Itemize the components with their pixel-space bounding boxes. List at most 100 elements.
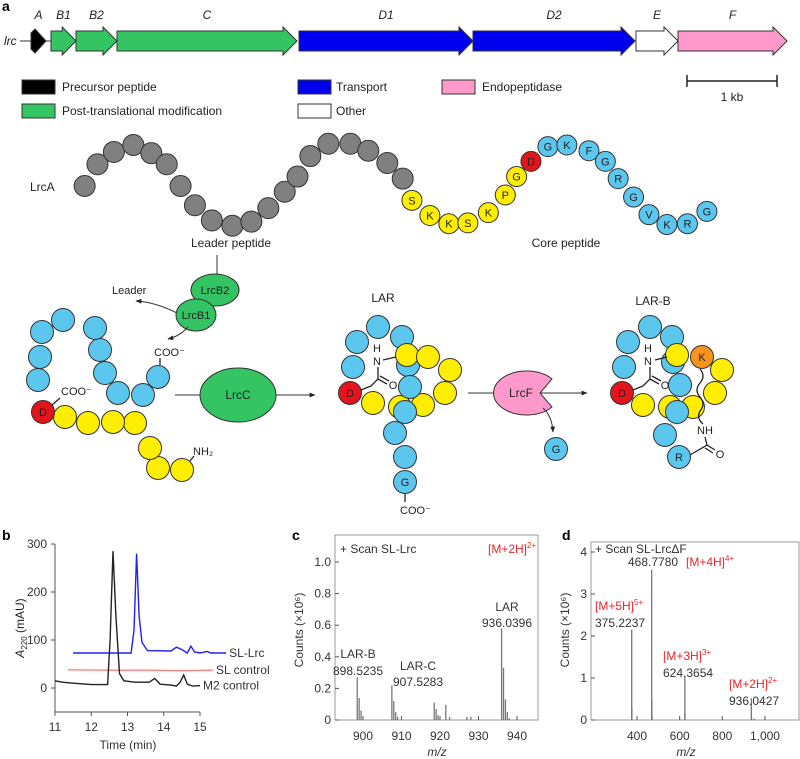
residue: [398, 375, 422, 399]
chart-c-ann-larc-mz: 907.5283: [393, 675, 443, 689]
residue: [416, 345, 440, 369]
residue: [703, 381, 727, 405]
residue: [477, 202, 499, 224]
residue: [131, 383, 155, 407]
y-tick-label: 0: [580, 713, 587, 727]
series-line-sl-control: [67, 669, 214, 672]
y-tick-label: 0: [324, 713, 331, 727]
gene-label-b1: B1: [56, 8, 71, 22]
residue: [122, 133, 145, 156]
x-tick-label: 11: [49, 720, 62, 734]
residue: [393, 445, 417, 469]
residue-label: K: [663, 220, 671, 232]
residue: [88, 338, 112, 362]
c-terminus-carboxylate: COO⁻: [154, 347, 185, 359]
residue: [83, 316, 107, 340]
series-line-m2-control: [54, 551, 201, 687]
enzyme-lrcf: [493, 370, 553, 416]
x-tick-label: 930: [468, 729, 488, 743]
gene-label-f: F: [729, 8, 737, 22]
scale-bar-label: 1 kb: [721, 90, 744, 104]
residue: [520, 150, 542, 172]
scale-bar: 1 kb: [686, 75, 778, 104]
residue: [123, 411, 147, 435]
asp-sidechain-bond: [51, 397, 61, 406]
y-tick-label: 0: [40, 681, 47, 695]
legend-label-ptm: Post-translational modification: [62, 104, 222, 118]
residue: [101, 410, 125, 434]
chart-d-annotations: [M+5H]5+375.2237[M+4H]4+468.7780[M+3H]3+…: [595, 554, 779, 708]
chart-d-title: + Scan SL-LrcΔF: [595, 542, 687, 556]
n-terminus-amine: NH₂: [193, 446, 213, 458]
residue: [710, 358, 734, 382]
residue-label: K: [445, 219, 453, 231]
chart-b-ylabel: A220 (mAU): [13, 598, 29, 658]
residue-label: D: [618, 388, 626, 400]
y-tick-label: 0.6: [314, 618, 331, 632]
residue: [106, 381, 130, 405]
ion-label: [M+4H]4+: [686, 554, 734, 569]
residue: [146, 365, 170, 389]
residue: [317, 132, 340, 155]
residue-label: D: [527, 156, 535, 168]
legend-label-transport: Transport: [336, 80, 388, 94]
residue: [556, 134, 578, 156]
residue-label: D: [39, 407, 47, 419]
x-tick-label: 1,000: [750, 729, 780, 743]
chart-b-ylabel-sub: 220: [20, 636, 29, 650]
panel-label-c: c: [292, 527, 300, 543]
residue: [607, 168, 629, 190]
residue: [676, 213, 698, 235]
residue: [419, 205, 441, 226]
residue: [366, 315, 390, 339]
ion-label: [M+2H]2+: [729, 676, 777, 691]
ion-label: [M+5H]5+: [595, 598, 643, 613]
y-tick-label: 100: [27, 633, 47, 647]
residue: [612, 355, 636, 379]
residue: [31, 400, 55, 424]
residue-label: S: [408, 195, 415, 207]
atom-o: O: [389, 380, 398, 392]
legend-label-endopeptidase: Endopeptidase: [482, 80, 562, 94]
residue: [690, 345, 714, 369]
residue: [102, 140, 125, 163]
gene-label-e: E: [653, 8, 662, 22]
residue: [240, 210, 263, 233]
asp-carboxylate: COO⁻: [61, 386, 92, 398]
legend-swatch-other: [297, 103, 332, 119]
x-tick-label: 900: [353, 729, 373, 743]
cleavage-arrow: [167, 326, 189, 341]
ion-label-base: [M+5H]: [595, 599, 634, 613]
residue: [30, 320, 54, 344]
x-tick-label: 14: [157, 720, 171, 734]
chart-c-ann-lar-mz: 936.0396: [482, 616, 532, 630]
panel-label-a: a: [2, 0, 10, 14]
released-glycine-label: G: [552, 444, 561, 456]
residue: [361, 391, 385, 415]
locus-label: lrc: [4, 34, 17, 48]
residue-label: R: [683, 219, 691, 231]
enzyme-lrcb2: [190, 273, 240, 307]
y-tick-label: 200: [27, 585, 47, 599]
x-tick-label: 12: [85, 720, 99, 734]
series-line-sl-lrc: [73, 553, 227, 654]
legend-swatch-endopeptidase: [441, 79, 476, 95]
residue: [376, 152, 399, 175]
isopeptide-bond-lys: [689, 436, 716, 456]
atom-n: N: [373, 356, 381, 368]
residue-label: D: [346, 388, 354, 400]
atom-h: H: [644, 343, 652, 355]
residue-label: S: [464, 218, 471, 230]
residue: [391, 167, 414, 190]
gene-label-a: A: [33, 8, 42, 22]
larb-label: LAR-B: [635, 294, 670, 308]
ion-label-charge: 2+: [768, 676, 777, 685]
y-tick-label: 300: [27, 537, 47, 551]
chart-c-ion: [M+2H]2+: [488, 541, 536, 556]
residue: [395, 343, 419, 367]
y-tick-label: 0.4: [314, 650, 331, 664]
residue-label: G: [401, 477, 410, 489]
